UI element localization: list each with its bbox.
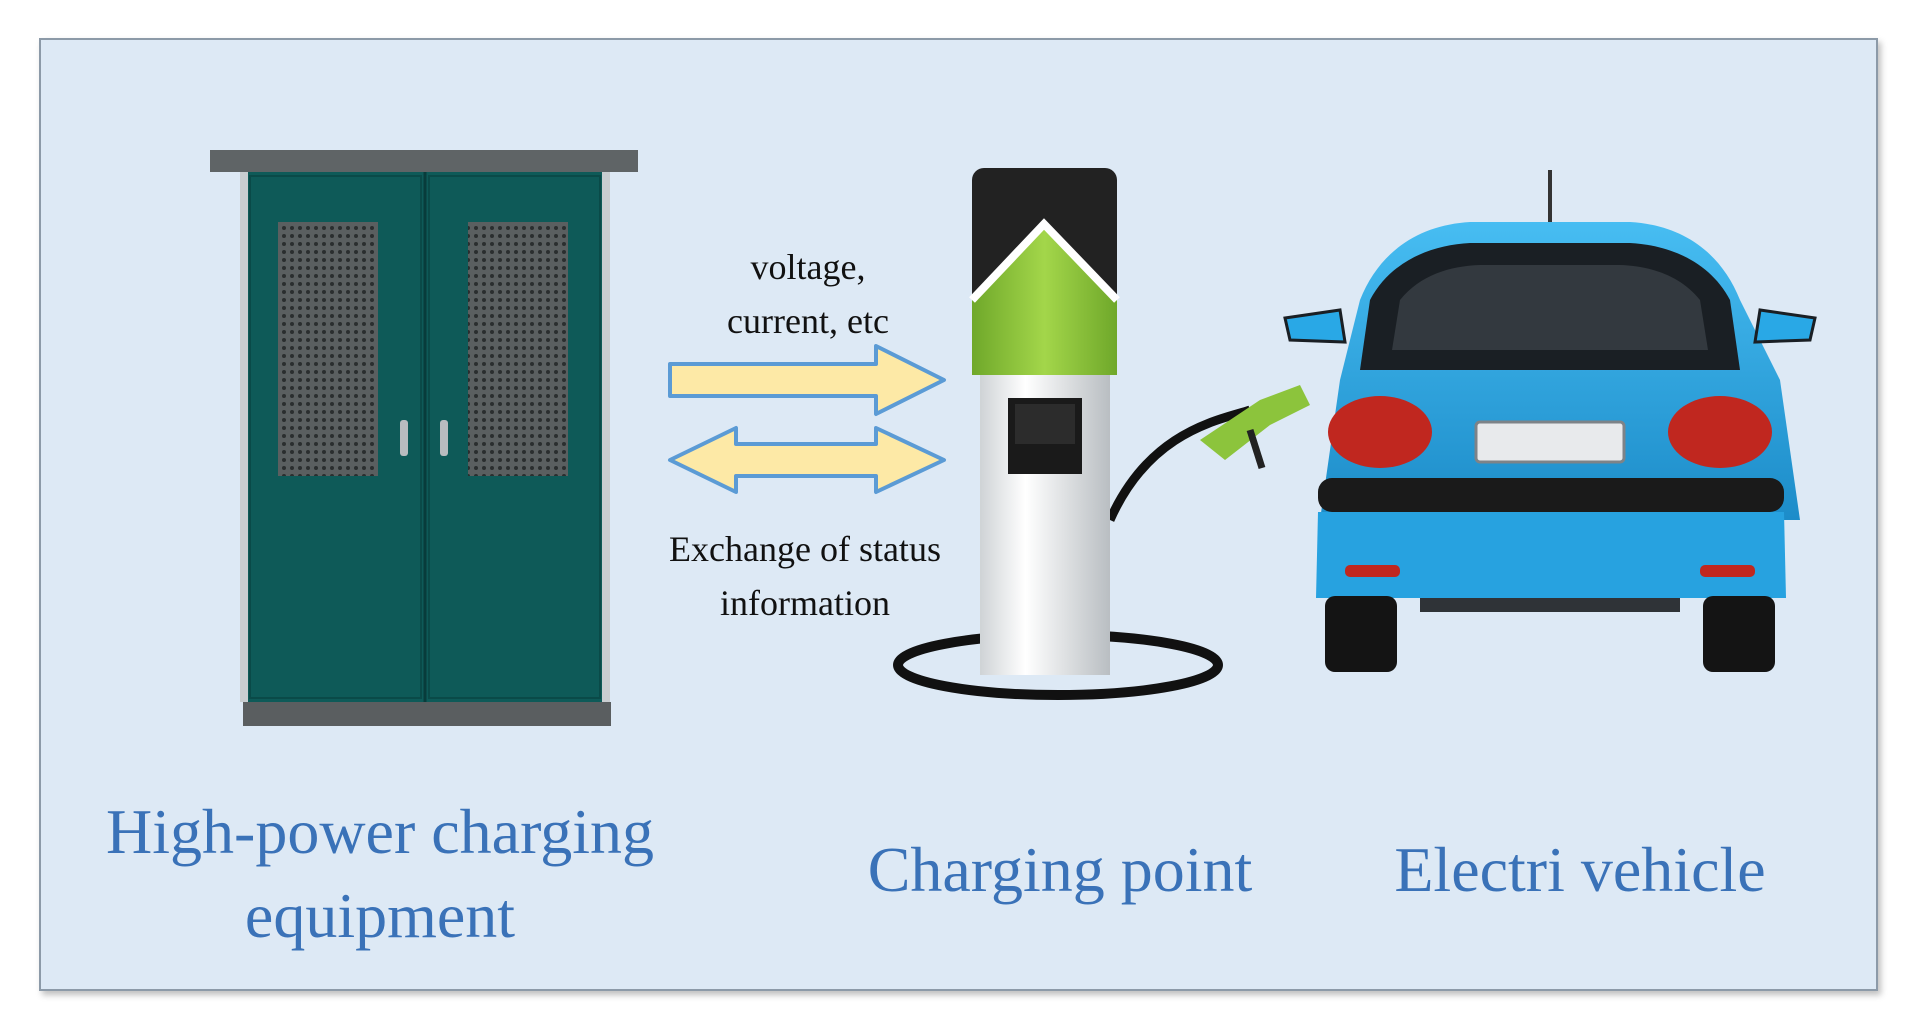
- status-exchange-line-1: Exchange of status: [669, 529, 941, 569]
- voltage-current-label: voltage, current, etc: [668, 240, 948, 348]
- right-arrow-icon: [668, 344, 946, 416]
- voltage-current-line-1: voltage,: [750, 247, 866, 287]
- charging-point-label: Charging point: [820, 828, 1300, 912]
- voltage-current-line-2: current, etc: [727, 301, 889, 341]
- charging-station-icon: [893, 168, 1310, 700]
- equipment-label-line-2: equipment: [244, 880, 516, 951]
- vehicle-label: Electri vehicle: [1340, 828, 1820, 912]
- status-exchange-line-2: information: [720, 583, 890, 623]
- charging-point-text: Charging point: [867, 834, 1253, 905]
- vehicle-text: Electri vehicle: [1394, 834, 1766, 905]
- equipment-label-line-1: High-power charging: [106, 796, 654, 867]
- equipment-label: High-power charging equipment: [60, 790, 700, 958]
- electric-car-icon: [1283, 170, 1817, 672]
- status-exchange-label: Exchange of status information: [620, 522, 990, 630]
- cabinet-icon: [210, 150, 638, 726]
- double-arrow-icon: [668, 426, 946, 494]
